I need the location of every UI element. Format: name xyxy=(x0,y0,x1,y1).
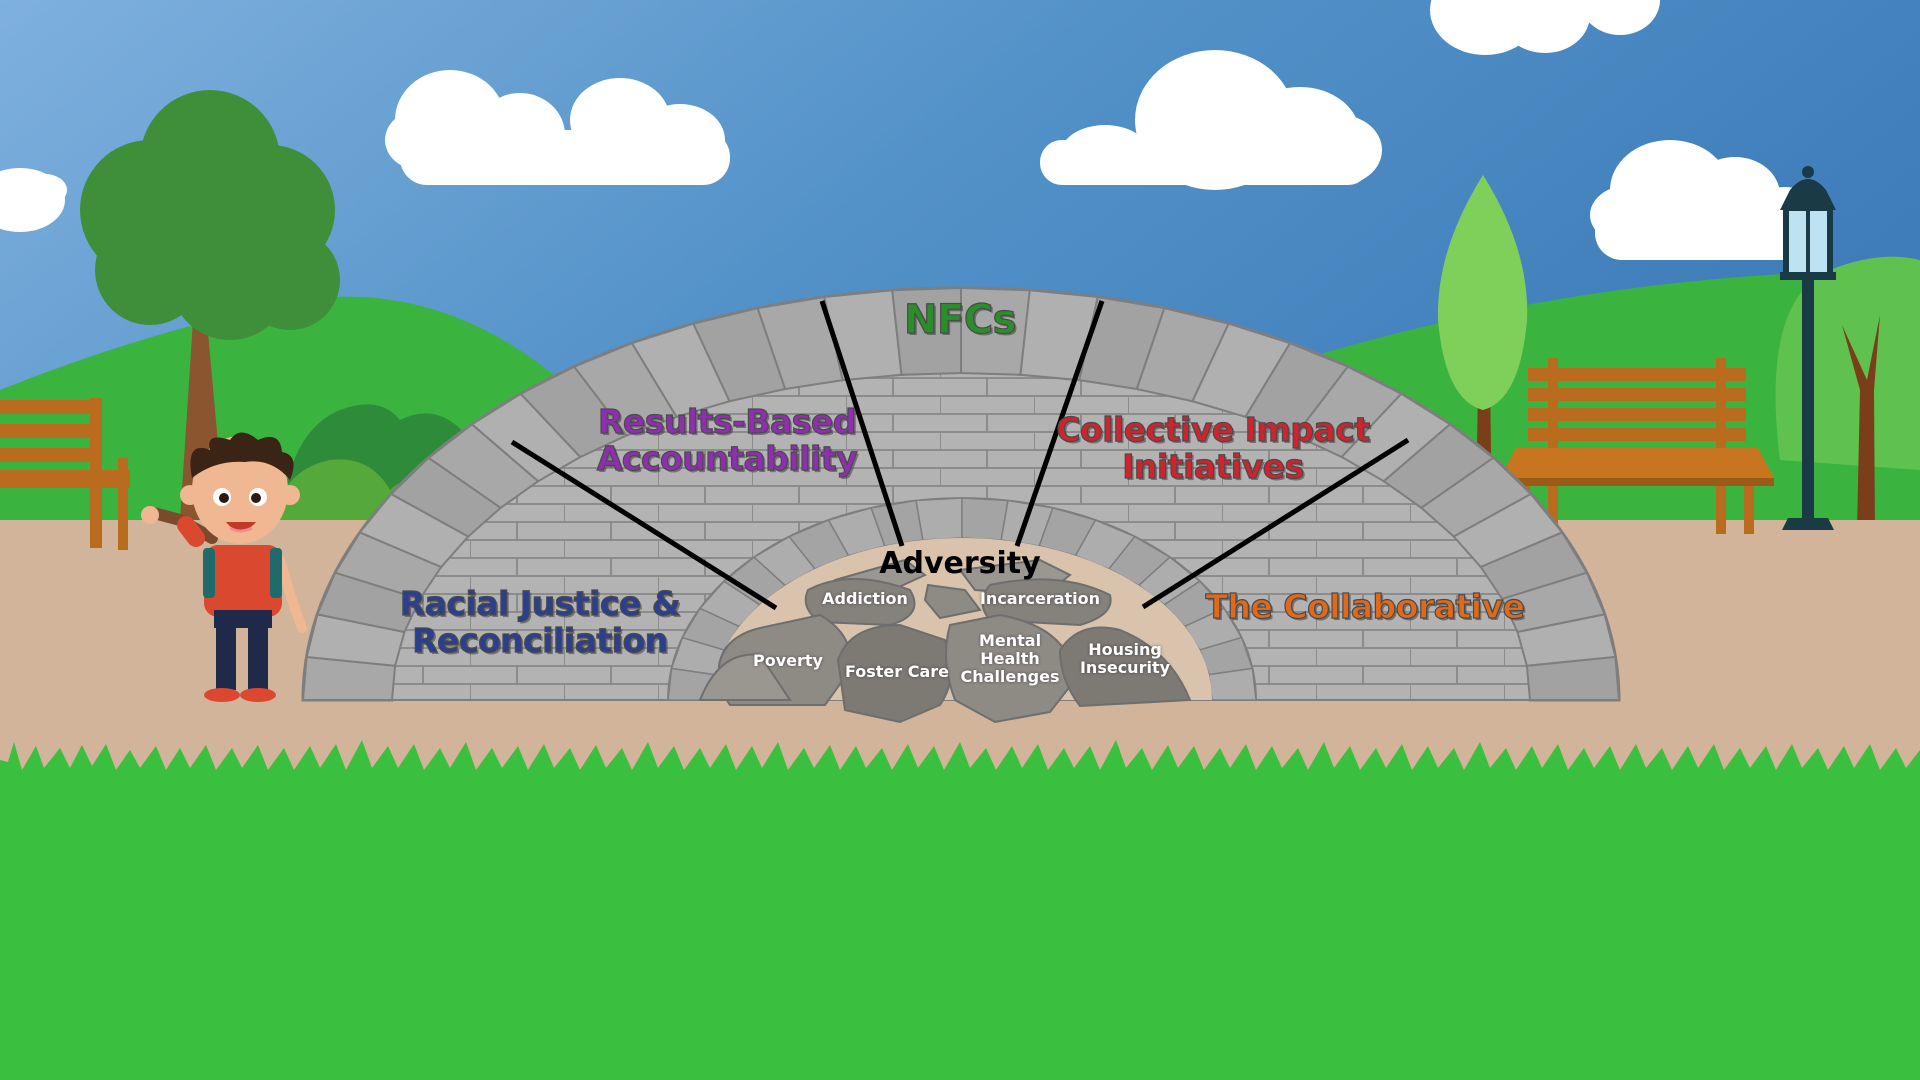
bridge xyxy=(301,286,1621,702)
bench-icon xyxy=(1500,358,1774,534)
label-line: Challenges xyxy=(960,666,1060,686)
label-line: Health xyxy=(980,648,1040,668)
rock-label-housing-insecurity: Housing Insecurity xyxy=(1065,641,1185,677)
street-lamp-icon xyxy=(1780,166,1836,530)
label-line: Reconciliation xyxy=(412,620,669,660)
waving-boy-icon xyxy=(141,432,307,702)
rock-label-addiction: Addiction xyxy=(822,589,908,608)
adversity-rocks xyxy=(698,558,1192,724)
cloud-icon xyxy=(0,168,67,232)
rock-label-poverty: Poverty xyxy=(753,651,823,670)
label-line: Accountability xyxy=(596,438,858,478)
arch-stone xyxy=(1525,655,1621,701)
rock-label-mental-health: Mental Health Challenges xyxy=(950,632,1070,686)
segment-dividers xyxy=(510,300,1410,611)
tree-icon xyxy=(1842,315,1880,530)
adversity-title: Adversity xyxy=(879,546,1041,581)
cloud-icon xyxy=(1040,50,1382,190)
label-line: Mental xyxy=(978,631,1042,650)
arch-stone xyxy=(961,497,1009,541)
keystone-label: NFCs xyxy=(903,297,1017,343)
cloud-icon xyxy=(1430,0,1660,55)
label-line: Results-Based xyxy=(597,402,857,441)
results-based-accountability-label: Results-Based Accountability xyxy=(582,402,872,478)
the-collaborative-label: The Collaborative xyxy=(1205,587,1526,626)
label-line: Racial Justice & xyxy=(399,584,681,623)
grass xyxy=(0,740,1920,1080)
rock-label-incarceration: Incarceration xyxy=(979,589,1101,608)
label-line: Collective Impact xyxy=(1056,410,1371,449)
arch-stone xyxy=(1208,667,1257,701)
bench-icon xyxy=(0,398,130,550)
cloud-icon xyxy=(1590,140,1820,260)
collective-impact-label: Collective Impact Initiatives xyxy=(1048,410,1378,486)
arch-stone xyxy=(915,497,963,541)
racial-justice-label: Racial Justice & Reconciliation xyxy=(385,584,695,660)
rock-label-foster-care: Foster Care xyxy=(844,662,950,681)
cloud-icon xyxy=(385,70,730,185)
label-line: Insecurity xyxy=(1079,657,1171,677)
label-line: Initiatives xyxy=(1122,446,1305,486)
label-line: Housing xyxy=(1088,640,1162,659)
